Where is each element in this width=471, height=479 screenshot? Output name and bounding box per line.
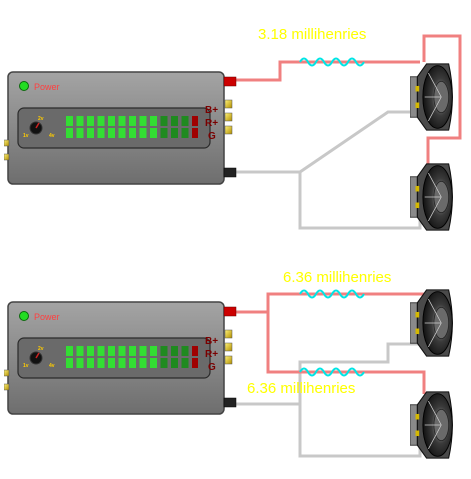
led-segment [97,128,105,138]
led-segment [181,116,189,126]
led-segment [171,128,178,138]
led-segment [76,358,84,368]
led-meter [66,346,198,368]
led-segment [118,128,126,138]
led-segment [87,128,94,138]
led-segment [160,346,168,356]
led-segment [66,358,73,368]
led-segment [139,346,147,356]
led-segment [181,128,189,138]
terminal-label-r: R+ [205,349,218,360]
led-segment [129,358,136,368]
led-segment [171,116,178,126]
led-segment [97,358,105,368]
led-segment [150,128,157,138]
series-circuit: 3.18 millihenries Power B+ R+ G 2v 1v 4v [4,26,462,231]
power-label: Power [34,312,60,322]
led-segment [139,116,147,126]
dial-label-left: 1v [23,363,29,369]
led-segment [192,346,198,356]
speaker-lower [410,391,453,459]
inductor-label: 6.36 millihenries [283,269,391,286]
led-segment [160,116,168,126]
positive-wiring [232,34,462,164]
inductor-coil [299,367,365,377]
led-segment [160,128,168,138]
inductor: 3.18 millihenries [258,26,368,67]
led-segment [181,358,189,368]
negative-wiring [232,104,432,230]
led-segment [108,116,115,126]
led-segment [150,358,157,368]
led-segment [108,128,115,138]
speaker-lower [410,163,453,231]
led-segment [129,116,136,126]
speaker-upper [410,289,453,357]
terminal-label-r: R+ [205,118,218,129]
led-segment [192,358,198,368]
led-segment [150,346,157,356]
dial-label-right: 4v [49,363,55,369]
terminal-label-g: G [208,131,216,142]
led-segment [108,346,115,356]
led-segment [160,358,168,368]
led-segment [76,346,84,356]
led-segment [129,128,136,138]
led-segment [87,116,94,126]
led-segment [76,116,84,126]
led-segment [66,346,73,356]
speaker-upper [410,63,453,131]
terminal-label-b: B+ [205,336,218,347]
led-segment [150,116,157,126]
led-segment [87,346,94,356]
amplifier: Power B+ R+ G 2v 1v 4v [4,71,237,185]
positive-wiring [232,292,426,394]
led-segment [192,128,198,138]
inductor-1: 6.36 millihenries [283,269,391,299]
led-segment [139,358,147,368]
negative-wiring [232,340,432,458]
led-meter [66,116,198,138]
led-segment [87,358,94,368]
led-segment [118,116,126,126]
power-label: Power [34,82,60,92]
terminal-label-g: G [208,362,216,373]
led-segment [118,346,126,356]
led-segment [76,128,84,138]
terminal-label-b: B+ [205,105,218,116]
led-segment [171,346,178,356]
led-segment [66,116,73,126]
led-segment [171,358,178,368]
led-segment [97,116,105,126]
led-segment [108,358,115,368]
dial-label-top: 2v [38,116,44,122]
inductor-label: 3.18 millihenries [258,26,366,43]
led-segment [97,346,105,356]
dial-label-left: 1v [23,133,29,139]
amplifier: Power B+ R+ G 2v 1v 4v [4,301,237,415]
inductor-coil [299,57,365,67]
led-segment [139,128,147,138]
led-segment [181,346,189,356]
inductor-coil [299,289,365,299]
parallel-circuit: 6.36 millihenries 6.36 millihenries Powe… [4,269,453,459]
led-segment [118,358,126,368]
dial-label-right: 4v [49,133,55,139]
inductor-label: 6.36 millihenries [247,380,355,397]
dial-label-top: 2v [38,346,44,352]
led-segment [129,346,136,356]
inductor-2: 6.36 millihenries [247,367,368,397]
led-segment [192,116,198,126]
led-segment [66,128,73,138]
